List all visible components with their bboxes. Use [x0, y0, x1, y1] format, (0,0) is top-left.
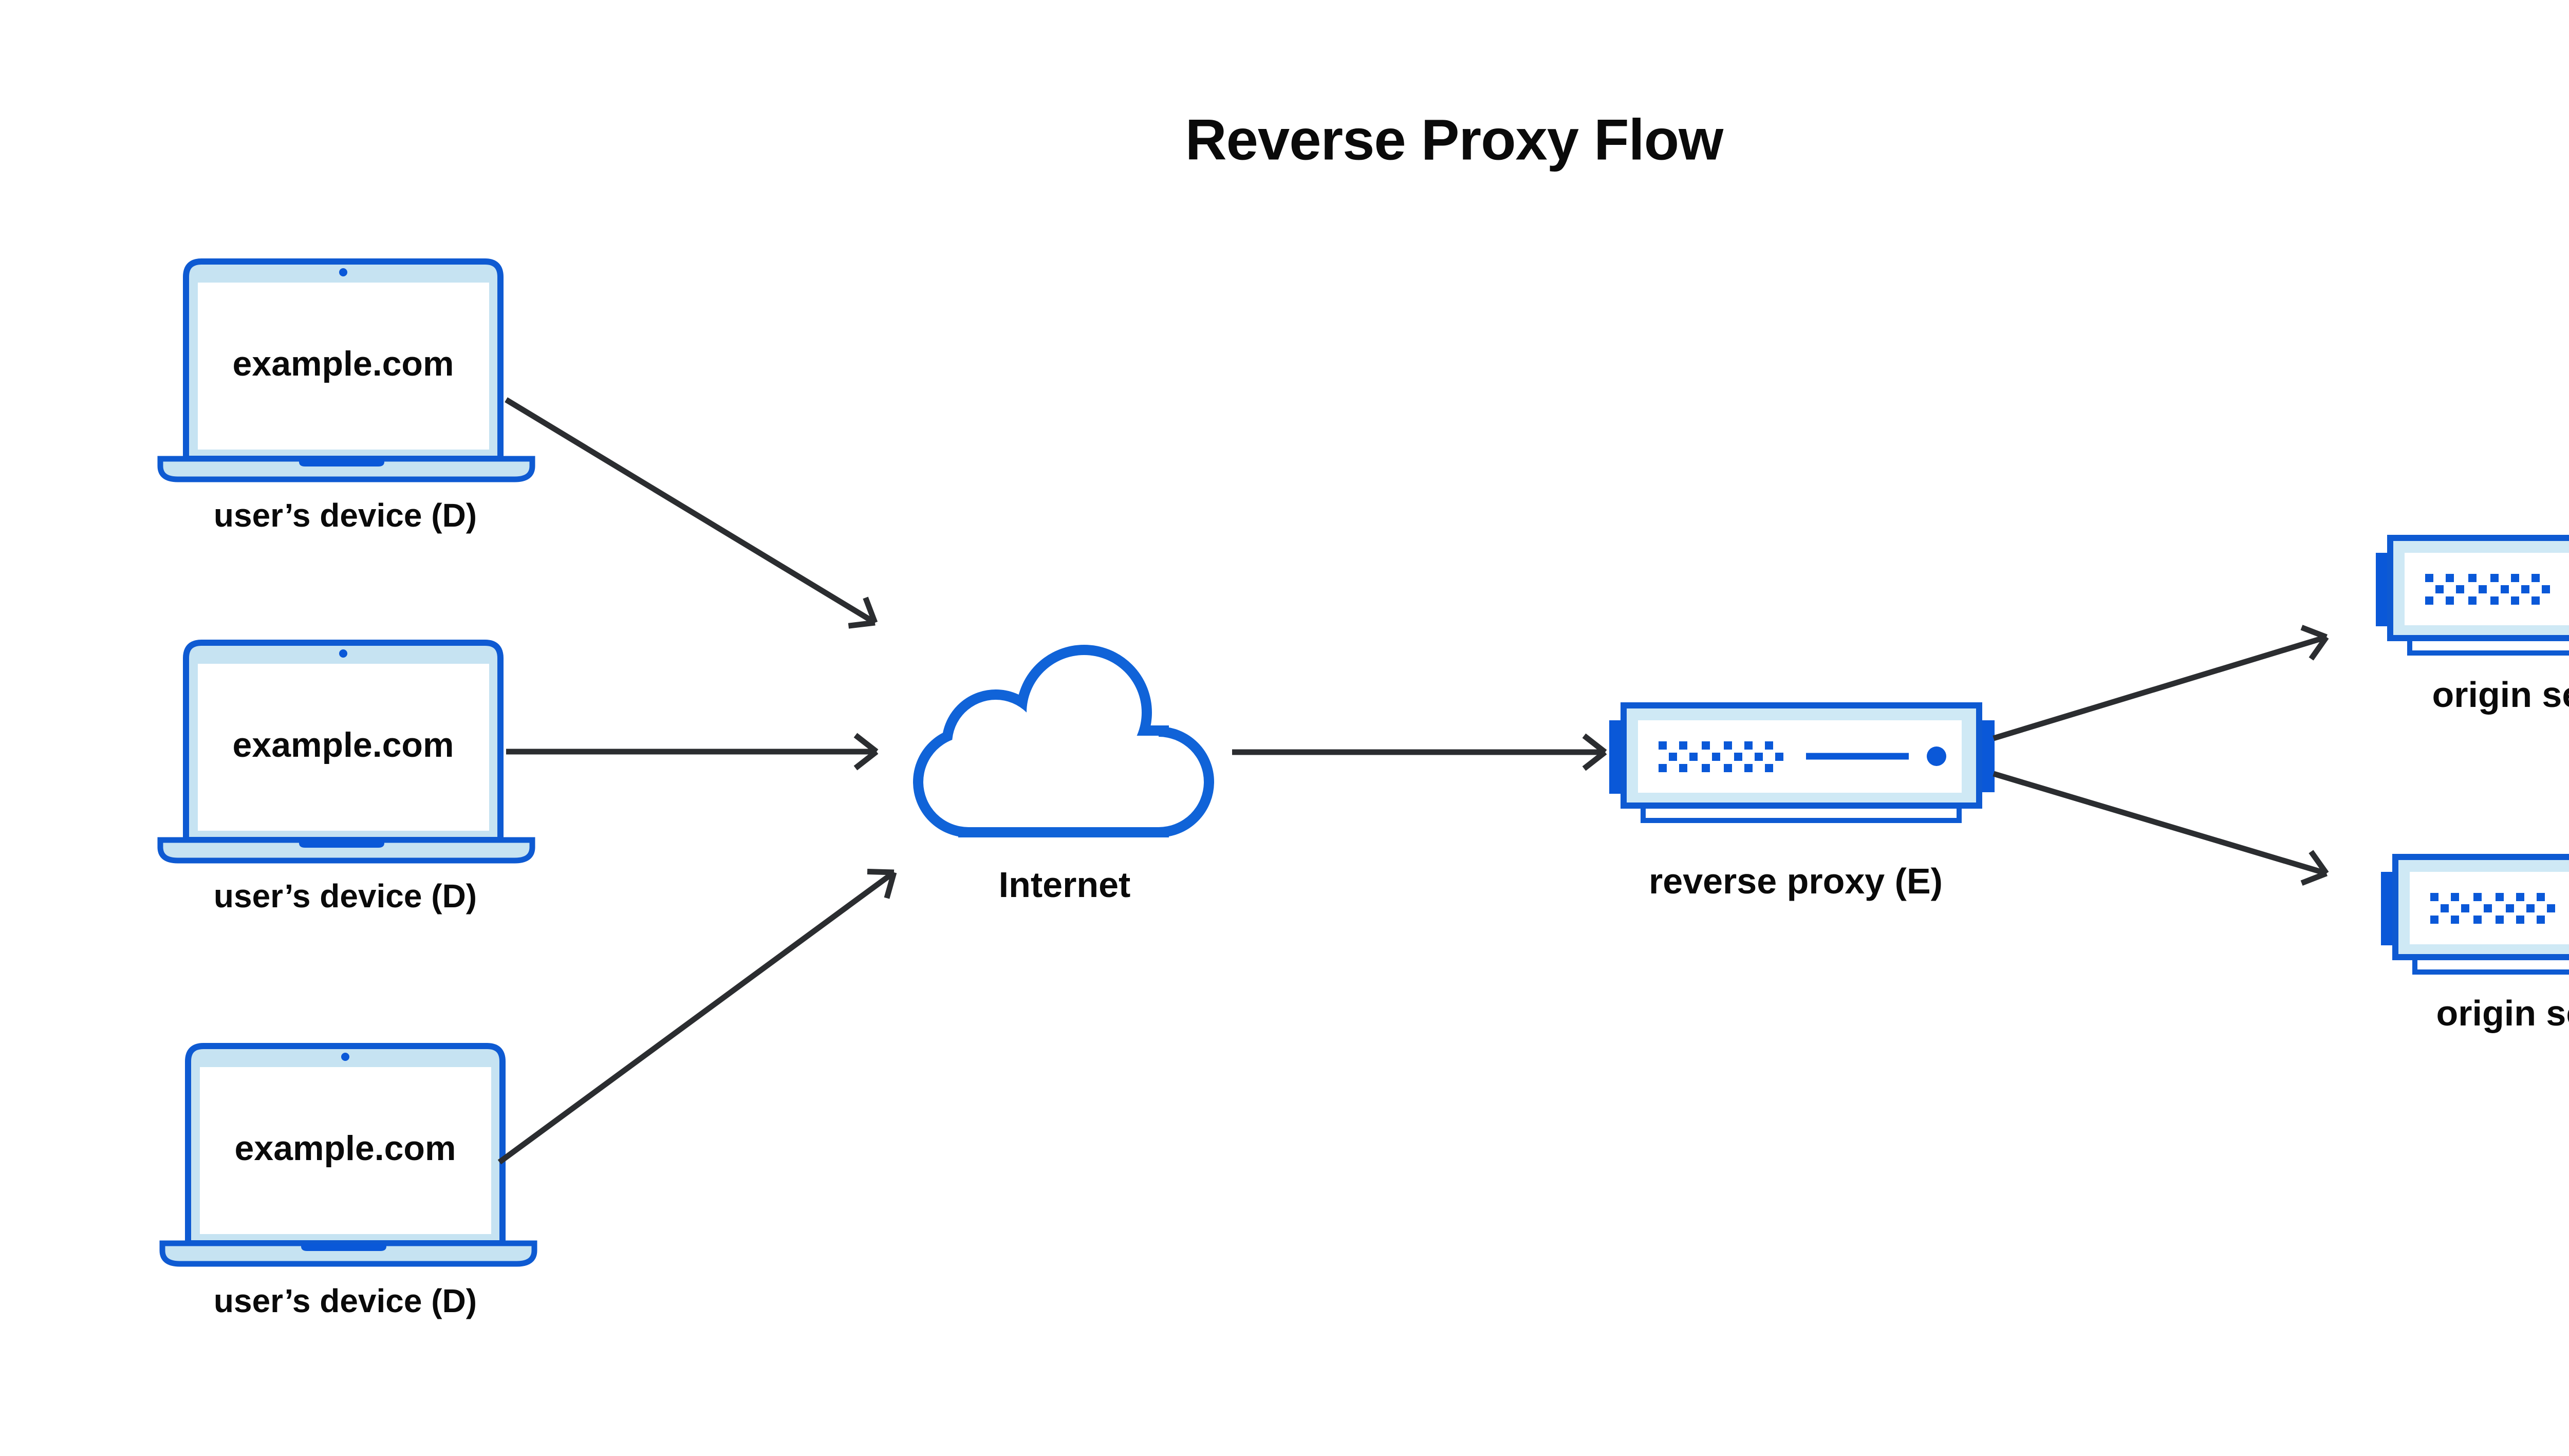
server-icon [2381, 854, 2569, 975]
arrowhead [867, 869, 895, 875]
arrow-proxy-to-origin2 [1993, 771, 2328, 876]
arrowhead [2300, 625, 2328, 640]
origin-server-icon-2 [2381, 854, 2569, 975]
device-screen-text: example.com [234, 1129, 456, 1168]
user-device-icon-1 [157, 258, 535, 482]
laptop-icon [159, 1043, 537, 1267]
laptop-notch [299, 840, 384, 848]
webcam-icon [339, 649, 347, 658]
arrowhead [2300, 870, 2328, 886]
user-device-icon-2 [157, 640, 535, 864]
origin-server-icon-1 [2376, 535, 2569, 656]
reverse-proxy-label: reverse proxy (E) [1649, 861, 1943, 901]
laptop-screen [198, 664, 489, 831]
arrowhead [853, 749, 879, 771]
laptop-base [157, 456, 535, 482]
checker-grid [2425, 574, 2550, 605]
server-icon [1609, 702, 1995, 823]
server-led-icon [1927, 746, 1946, 766]
user-device-icon-3 [159, 1043, 537, 1267]
arrowhead [863, 596, 878, 624]
laptop-base [159, 1240, 537, 1267]
reverse-proxy-icon [1609, 702, 1995, 823]
arrowhead [1582, 733, 1607, 755]
arrowhead [2309, 850, 2329, 875]
server-icon [2376, 535, 2569, 656]
origin-server-label-2: origin server (F) [2436, 993, 2569, 1033]
arrowhead [2309, 635, 2329, 661]
laptop-notch [299, 459, 384, 466]
checker-grid [1659, 741, 1783, 772]
arrow-proxy-to-origin1 [1993, 634, 2328, 741]
device-screen-text: example.com [232, 344, 454, 383]
page-title: Reverse Proxy Flow [1185, 107, 1723, 172]
arrowhead [1582, 750, 1607, 771]
origin-server-label-1: origin server (F) [2432, 675, 2569, 715]
internet-cloud-icon [913, 645, 1214, 837]
laptop-screen [200, 1067, 491, 1234]
laptop-screen [198, 283, 489, 450]
user-device-label: user’s device (D) [213, 1282, 477, 1319]
internet-label: Internet [998, 865, 1131, 905]
laptop-icon [157, 258, 535, 482]
user-device-label: user’s device (D) [213, 878, 477, 914]
webcam-icon [341, 1053, 349, 1061]
cloud-icon [913, 645, 1214, 837]
arrowhead [884, 871, 897, 899]
webcam-icon [339, 268, 347, 276]
laptop-base [157, 837, 535, 864]
laptop-icon [157, 640, 535, 864]
arrowhead [853, 733, 879, 754]
arrow-device1-to-internet [505, 397, 877, 625]
arrow-device3-to-internet [497, 870, 896, 1165]
checker-grid [2430, 893, 2555, 924]
arrowhead [848, 620, 876, 629]
laptop-notch [301, 1243, 386, 1251]
user-device-label: user’s device (D) [213, 497, 477, 534]
device-screen-text: example.com [232, 725, 454, 764]
